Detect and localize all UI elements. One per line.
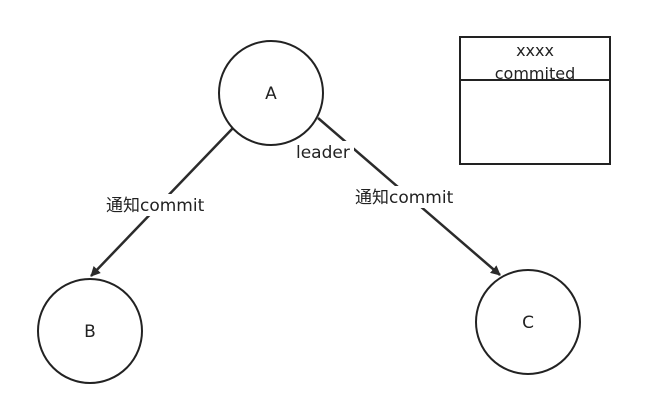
status-box-line1: xxxx xyxy=(516,41,554,60)
edge-a-to-c-label: 通知commit xyxy=(355,188,454,208)
node-b: B xyxy=(37,278,143,384)
node-c-label: C xyxy=(522,313,534,333)
status-box-line2: commited xyxy=(495,64,575,83)
edge-a-to-b-label: 通知commit xyxy=(106,196,205,216)
leader-label: leader xyxy=(296,143,350,163)
node-b-label: B xyxy=(84,322,96,342)
node-a: A xyxy=(218,40,324,146)
leader-label-bg xyxy=(294,141,354,163)
status-box-frame xyxy=(459,36,611,165)
node-b-circle xyxy=(37,278,143,384)
node-c-circle xyxy=(475,269,581,375)
node-c: C xyxy=(475,269,581,375)
edge-a-to-c: 通知commit xyxy=(317,117,501,276)
edge-a-to-b-label-bg xyxy=(106,194,216,216)
status-box: xxxx commited xyxy=(459,36,611,165)
node-a-label: A xyxy=(265,84,277,104)
edge-a-to-c-label-bg xyxy=(354,186,466,208)
edge-a-to-b: 通知commit xyxy=(90,127,234,277)
node-a-circle xyxy=(218,40,324,146)
